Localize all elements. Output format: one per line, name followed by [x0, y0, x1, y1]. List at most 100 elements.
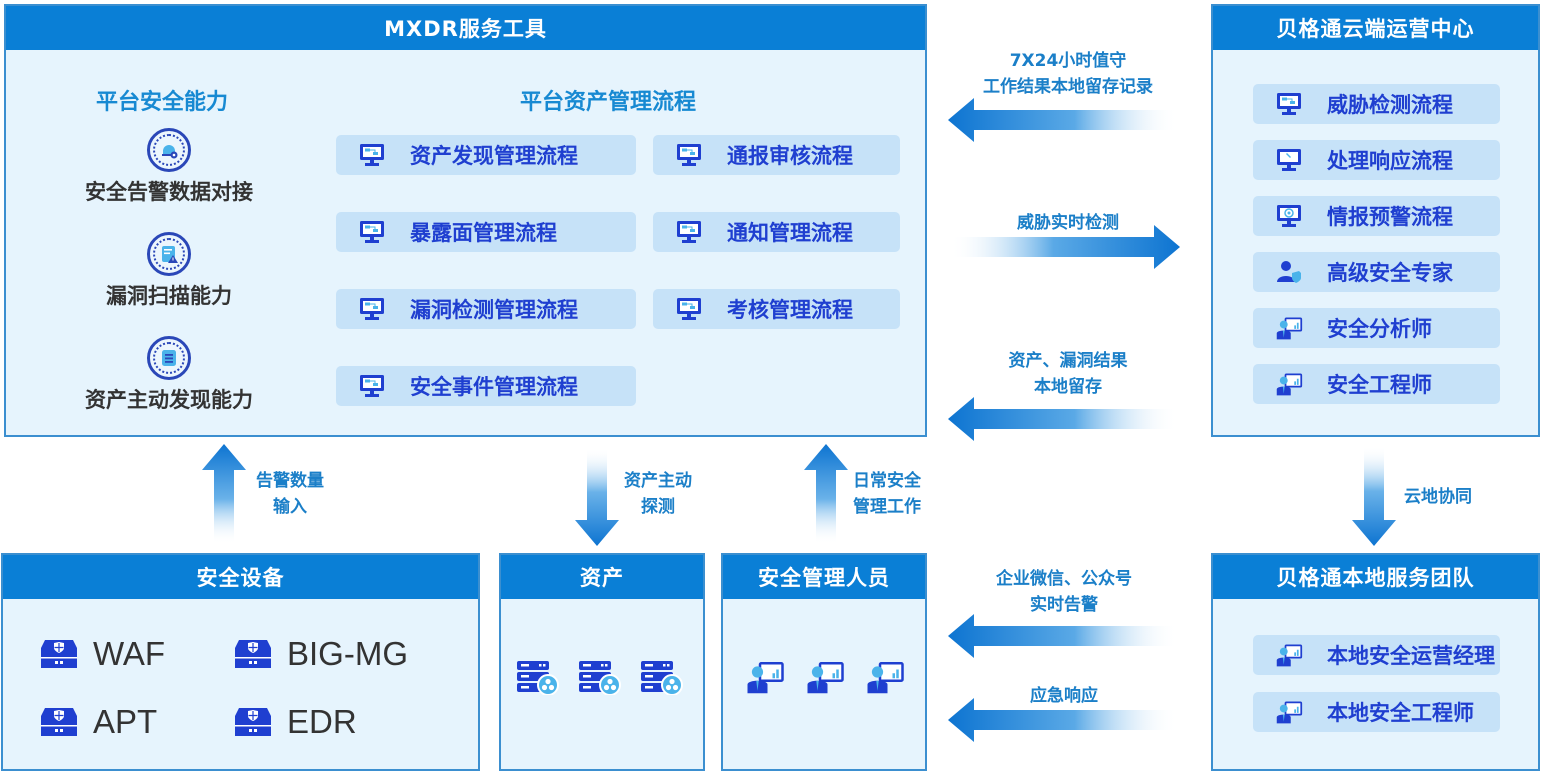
monitor-flow-icon: [358, 141, 386, 169]
local-item-ops-manager[interactable]: 本地安全运营经理: [1253, 635, 1500, 675]
device-label: EDR: [287, 703, 357, 740]
local-item-label: 本地安全工程师: [1327, 701, 1474, 725]
cloud-item-analyst[interactable]: 安全分析师: [1253, 308, 1500, 348]
cloud-item-intel-alert[interactable]: 情报预警流程: [1253, 196, 1500, 236]
arrow-label-line: 告警数量: [256, 471, 324, 491]
cloud-item-label: 威胁检测流程: [1327, 93, 1453, 117]
arrow-label-line: 企业微信、公众号: [996, 569, 1132, 589]
monitor-flow-icon: [675, 295, 703, 323]
presenter-icon: [1275, 314, 1303, 342]
cloud-item-response[interactable]: 处理响应流程: [1253, 140, 1500, 180]
local-item-engineer[interactable]: 本地安全工程师: [1253, 692, 1500, 732]
process-label: 考核管理流程: [727, 298, 853, 322]
arrow-label-line: 管理工作: [853, 497, 921, 517]
process-label: 通知管理流程: [727, 221, 853, 245]
cloud-center-panel: 贝格通云端运营中心 威胁检测流程 处理响应流程 情报预警流程 高级安全专家 安全…: [1211, 4, 1540, 437]
process-security-event[interactable]: 安全事件管理流程: [336, 366, 636, 406]
arrow-label-wechat-alert: 企业微信、公众号 实时告警: [936, 566, 1192, 618]
server-group-icon: [639, 659, 683, 695]
monitor-flow-icon: [675, 218, 703, 246]
monitor-flow-icon: [358, 372, 386, 400]
document-warning-icon: [147, 232, 191, 276]
security-devices-title: 安全设备: [3, 555, 478, 599]
arrow-left-wechat-alert: [948, 614, 1178, 658]
device-waf[interactable]: WAF: [39, 635, 165, 673]
cloud-item-label: 情报预警流程: [1327, 205, 1453, 229]
monitor-signal-icon: [1275, 202, 1303, 230]
arrow-label-line: 工作结果本地留存记录: [983, 77, 1153, 97]
arrow-label-asset-probe: 资产主动 探测: [608, 468, 708, 520]
presenter-icon: [745, 659, 785, 695]
capability-vuln-scan: 漏洞扫描能力: [39, 232, 299, 310]
arrow-label-line: 资产、漏洞结果: [1008, 351, 1128, 371]
process-exposure[interactable]: 暴露面管理流程: [336, 212, 636, 252]
cloud-item-label: 安全工程师: [1327, 373, 1432, 397]
monitor-flow-icon: [358, 295, 386, 323]
presenter-icon: [1275, 698, 1303, 726]
cloud-item-label: 安全分析师: [1327, 317, 1432, 341]
capability-alert-data: 安全告警数据对接: [39, 128, 299, 206]
arrow-label-line: 应急响应: [1030, 686, 1098, 706]
process-label: 暴露面管理流程: [410, 221, 557, 245]
capability-label: 安全告警数据对接: [85, 180, 253, 204]
process-assessment[interactable]: 考核管理流程: [653, 289, 900, 329]
presenter-icon: [1275, 641, 1303, 669]
arrow-left-emergency: [948, 698, 1178, 742]
presenter-icon: [1275, 370, 1303, 398]
arrow-up-daily-mgmt: [804, 444, 848, 544]
arrow-label-line: 输入: [273, 497, 307, 517]
assets-title: 资产: [501, 555, 703, 599]
shield-server-icon: [39, 706, 79, 738]
cloud-item-threat-detection[interactable]: 威胁检测流程: [1253, 84, 1500, 124]
alarm-gear-icon: [147, 128, 191, 172]
arrow-label-emergency: 应急响应: [936, 683, 1192, 709]
arrow-label-line: 日常安全: [853, 471, 921, 491]
arrow-label-line: 探测: [641, 497, 675, 517]
device-big-mg[interactable]: BIG-MG: [233, 635, 408, 673]
shield-server-icon: [233, 638, 273, 670]
arrow-label-line: 资产主动: [624, 471, 692, 491]
assets-icons: [515, 659, 683, 695]
arrow-up-alert-input: [202, 444, 246, 544]
managers-panel: 安全管理人员: [721, 553, 927, 771]
assets-panel: 资产: [499, 553, 705, 771]
local-team-panel: 贝格通本地服务团队 本地安全运营经理 本地安全工程师: [1211, 553, 1540, 771]
process-report-review[interactable]: 通报审核流程: [653, 135, 900, 175]
arrow-down-cloud-local: [1352, 446, 1396, 546]
arrow-label-cloud-local: 云地协同: [1390, 484, 1486, 510]
presenter-icon: [805, 659, 845, 695]
device-label: APT: [93, 703, 158, 740]
device-label: BIG-MG: [287, 635, 408, 672]
security-devices-panel: 安全设备 WAF BIG-MG APT EDR: [1, 553, 480, 771]
arrow-label-duty-record: 7X24小时值守 工作结果本地留存记录: [940, 48, 1196, 100]
arrow-left-duty-record: [948, 98, 1178, 142]
managers-title: 安全管理人员: [723, 555, 925, 599]
processes-title: 平台资产管理流程: [520, 90, 697, 115]
managers-icons: [745, 659, 905, 695]
arrow-label-line: 本地留存: [1034, 377, 1102, 397]
arrow-label-asset-vuln: 资产、漏洞结果 本地留存: [940, 348, 1196, 400]
arrow-label-threat-detect: 威胁实时检测: [940, 210, 1196, 236]
device-apt[interactable]: APT: [39, 703, 157, 741]
shield-server-icon: [39, 638, 79, 670]
device-edr[interactable]: EDR: [233, 703, 357, 741]
server-group-icon: [577, 659, 621, 695]
local-item-label: 本地安全运营经理: [1327, 644, 1495, 668]
arrow-label-daily-mgmt: 日常安全 管理工作: [840, 468, 934, 520]
process-asset-discovery[interactable]: 资产发现管理流程: [336, 135, 636, 175]
cloud-item-label: 高级安全专家: [1327, 261, 1453, 285]
cloud-item-engineer[interactable]: 安全工程师: [1253, 364, 1500, 404]
process-label: 通报审核流程: [727, 144, 853, 168]
process-notification[interactable]: 通知管理流程: [653, 212, 900, 252]
shield-server-icon: [233, 706, 273, 738]
server-group-icon: [515, 659, 559, 695]
cloud-item-label: 处理响应流程: [1327, 149, 1453, 173]
process-vuln-detection[interactable]: 漏洞检测管理流程: [336, 289, 636, 329]
capability-label: 漏洞扫描能力: [106, 284, 232, 308]
mxdr-title: MXDR服务工具: [6, 6, 925, 50]
local-team-title: 贝格通本地服务团队: [1213, 555, 1538, 599]
device-label: WAF: [93, 635, 166, 672]
monitor-flow-icon: [1275, 90, 1303, 118]
arrow-label-alert-input: 告警数量 输入: [240, 468, 340, 520]
cloud-item-senior-expert[interactable]: 高级安全专家: [1253, 252, 1500, 292]
